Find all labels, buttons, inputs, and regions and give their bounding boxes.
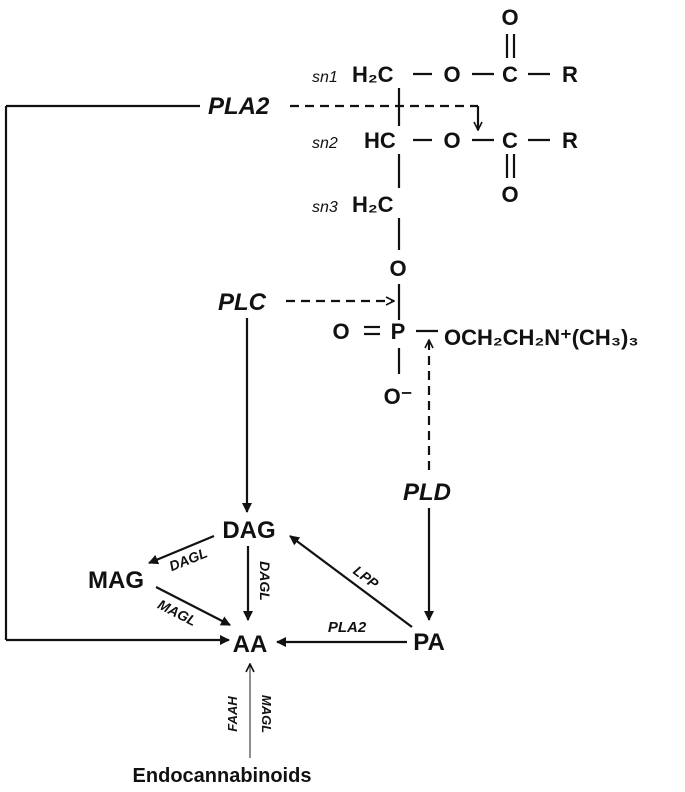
atom-hc-sn2: HC (364, 128, 396, 153)
atom-o-minus: O⁻ (384, 384, 413, 409)
label-sn1: sn1 (312, 69, 338, 86)
atom-o-carbonyl-bottom: O (501, 182, 518, 207)
metabolite-mag: MAG (88, 567, 144, 594)
enzyme-dagl-left: DAGL (167, 545, 210, 575)
enzyme-pla2-pa: PLA2 (328, 619, 367, 636)
metabolite-endocannabinoids: Endocannabinoids (133, 765, 312, 787)
atom-c-sn1: C (502, 62, 518, 87)
mag-to-aa-arrow (155, 586, 231, 626)
atom-h2c-sn1: H₂C (352, 62, 394, 87)
atom-r-sn1: R (562, 62, 578, 87)
dag-to-mag-arrow (148, 534, 215, 565)
enzyme-faah: FAAH (225, 696, 240, 732)
enzyme-plc: PLC (218, 289, 267, 316)
atom-h2c-sn3: H₂C (352, 192, 394, 217)
metabolite-dag: DAG (222, 517, 275, 544)
metabolite-pa: PA (413, 629, 445, 656)
choline-group: OCH₂CH₂N⁺(CH₃)₃ (444, 325, 639, 350)
metabolite-aa: AA (233, 631, 268, 658)
atom-o-sn2: O (443, 128, 460, 153)
atom-c-sn2: C (502, 128, 518, 153)
enzyme-pla2: PLA2 (208, 93, 270, 120)
enzyme-magl-mag: MAGL (155, 596, 199, 629)
enzyme-pld: PLD (403, 479, 451, 506)
atom-o-phosphate: O (389, 256, 406, 281)
enzyme-magl-endo: MAGL (259, 695, 274, 733)
label-sn3: sn3 (312, 199, 338, 216)
atom-r-sn2: R (562, 128, 578, 153)
pa-to-dag-arrow (289, 535, 413, 628)
enzyme-dagl-down: DAGL (257, 561, 273, 601)
enzyme-lpp: LPP (350, 562, 382, 592)
label-sn2: sn2 (312, 135, 338, 152)
atom-p: P (391, 319, 406, 344)
atom-o-sn1: O (443, 62, 460, 87)
atom-o-double: O (332, 319, 349, 344)
atom-o-carbonyl-top: O (501, 5, 518, 30)
